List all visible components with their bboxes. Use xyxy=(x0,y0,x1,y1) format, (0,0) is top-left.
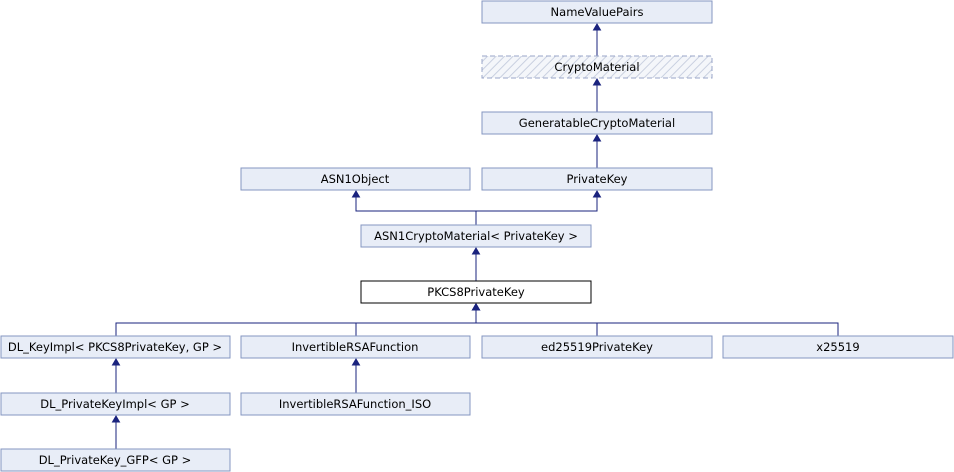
node-asn1-object[interactable]: ASN1Object xyxy=(240,167,471,191)
node-asn1-crypto-material[interactable]: ASN1CryptoMaterial< PrivateKey > xyxy=(360,224,592,248)
node-label-generatable-crypto-material: GeneratableCryptoMaterial xyxy=(519,116,675,130)
node-label-dl-private-key-gfp: DL_PrivateKey_GFP< GP > xyxy=(39,453,192,467)
node-label-invertible-rsa-function-iso: InvertibleRSAFunction_ISO xyxy=(279,397,431,411)
edge-arrowhead xyxy=(111,358,121,366)
node-label-crypto-material: CryptoMaterial xyxy=(554,60,639,74)
node-label-asn1-crypto-material: ASN1CryptoMaterial< PrivateKey > xyxy=(374,229,578,243)
node-label-dl-private-key-impl: DL_PrivateKeyImpl< GP > xyxy=(40,397,189,411)
node-label-name-value-pairs: NameValuePairs xyxy=(551,5,644,19)
node-label-ed25519-private-key: ed25519PrivateKey xyxy=(541,340,653,354)
edge-arrowhead xyxy=(592,23,602,31)
edge-arrowhead xyxy=(592,78,602,86)
node-label-x25519: x25519 xyxy=(816,340,859,354)
edge-arrowhead xyxy=(111,415,121,423)
node-dl-key-impl[interactable]: DL_KeyImpl< PKCS8PrivateKey, GP > xyxy=(0,335,231,359)
node-dl-private-key-gfp[interactable]: DL_PrivateKey_GFP< GP > xyxy=(0,448,231,472)
edge-arrowhead xyxy=(471,247,481,255)
edge-arrowhead xyxy=(592,134,602,142)
edge-invertible-rsa-function-to-pkcs8-private-key xyxy=(355,309,477,336)
edge-arrowhead xyxy=(351,190,361,198)
node-name-value-pairs[interactable]: NameValuePairs xyxy=(481,0,713,24)
inheritance-edges xyxy=(111,23,839,449)
edge-x25519-to-pkcs8-private-key xyxy=(475,309,839,336)
edge-asn1-crypto-material-to-private-key xyxy=(475,196,598,225)
edge-arrowhead xyxy=(592,190,602,198)
edge-arrowhead xyxy=(351,358,361,366)
node-generatable-crypto-material[interactable]: GeneratableCryptoMaterial xyxy=(481,111,713,135)
node-label-pkcs8-private-key: PKCS8PrivateKey xyxy=(427,285,525,299)
node-label-asn1-object: ASN1Object xyxy=(321,172,390,186)
node-label-private-key: PrivateKey xyxy=(567,172,628,186)
node-x25519[interactable]: x25519 xyxy=(722,335,954,359)
node-invertible-rsa-function[interactable]: InvertibleRSAFunction xyxy=(240,335,471,359)
node-crypto-material[interactable]: CryptoMaterial xyxy=(481,55,713,79)
node-invertible-rsa-function-iso[interactable]: InvertibleRSAFunction_ISO xyxy=(240,392,471,416)
node-label-invertible-rsa-function: InvertibleRSAFunction xyxy=(292,340,419,354)
edge-arrowhead xyxy=(471,303,481,311)
node-label-dl-key-impl: DL_KeyImpl< PKCS8PrivateKey, GP > xyxy=(8,340,222,354)
edge-asn1-crypto-material-to-asn1-object xyxy=(355,196,477,225)
node-ed25519-private-key[interactable]: ed25519PrivateKey xyxy=(481,335,713,359)
node-pkcs8-private-key[interactable]: PKCS8PrivateKey xyxy=(360,280,592,304)
node-dl-private-key-impl[interactable]: DL_PrivateKeyImpl< GP > xyxy=(0,392,231,416)
node-private-key[interactable]: PrivateKey xyxy=(481,167,713,191)
